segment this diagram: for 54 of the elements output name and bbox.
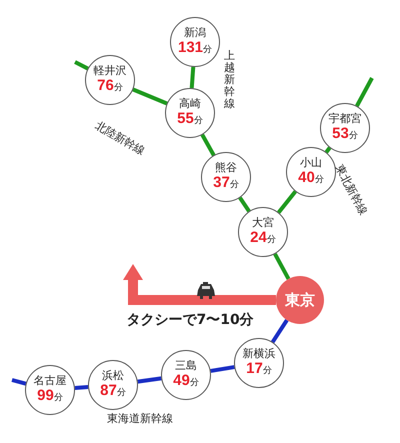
- travel-time: 37分: [213, 174, 239, 192]
- rail-line: [355, 77, 374, 107]
- rail-line: [277, 190, 297, 214]
- travel-time: 131分: [178, 38, 212, 58]
- rail-line: [273, 253, 290, 280]
- station-name: 熊谷: [215, 160, 237, 174]
- rail-line: [11, 378, 26, 386]
- rail-line: [210, 365, 235, 373]
- station-name: 高崎: [179, 96, 201, 110]
- station-circle: [320, 103, 370, 153]
- station-circle: [201, 152, 251, 202]
- station-circle: [170, 17, 220, 67]
- station-circle: [234, 338, 284, 388]
- rail-line: [200, 134, 216, 156]
- terminal-station-circle: [276, 276, 324, 324]
- rail-line: [270, 319, 289, 344]
- rail-line: [190, 66, 196, 88]
- station-circle: [25, 365, 75, 415]
- travel-time: 87分: [100, 382, 126, 400]
- travel-time: 55分: [177, 110, 203, 128]
- station-name: 東京: [285, 291, 315, 309]
- station-circle: [286, 147, 336, 197]
- station-circle: [161, 350, 211, 400]
- line-name-label: 東北新幹線: [332, 162, 371, 218]
- travel-time: 49分: [173, 372, 199, 390]
- line-name-label: 上越新幹線: [224, 50, 235, 110]
- station-circle: [238, 207, 288, 257]
- travel-time: 99分: [37, 386, 63, 406]
- station-name: 浜松: [102, 368, 124, 382]
- station-circle: [88, 360, 138, 410]
- travel-time: 40分: [298, 168, 324, 188]
- travel-time: 17分: [246, 360, 272, 378]
- station-name: 軽井沢: [94, 64, 126, 76]
- edge-label: タクシーで7〜10分: [126, 311, 254, 329]
- station-name: 新潟: [184, 26, 206, 38]
- travel-time: 53分: [332, 124, 358, 144]
- rail-line: [138, 376, 162, 384]
- station-name: 大宮: [252, 216, 274, 228]
- route-arrow: [123, 264, 276, 305]
- station-circle: [165, 88, 215, 138]
- station-name: 宇都宮: [328, 112, 362, 124]
- station-circle: [85, 55, 135, 105]
- travel-time: 24分: [250, 228, 276, 248]
- station-name: 新横浜: [242, 346, 276, 360]
- travel-time: 76分: [97, 76, 123, 96]
- rail-line: [238, 196, 251, 212]
- line-name-label: 東海道新幹線: [107, 411, 173, 426]
- station-name: 名古屋: [34, 374, 66, 386]
- rail-line: [132, 88, 168, 106]
- station-name: 三島: [175, 358, 197, 372]
- rail-line: [74, 384, 88, 390]
- station-name: 小山: [300, 156, 322, 168]
- line-name-label: 北陸新幹線: [92, 118, 148, 158]
- rail-line: [74, 60, 89, 70]
